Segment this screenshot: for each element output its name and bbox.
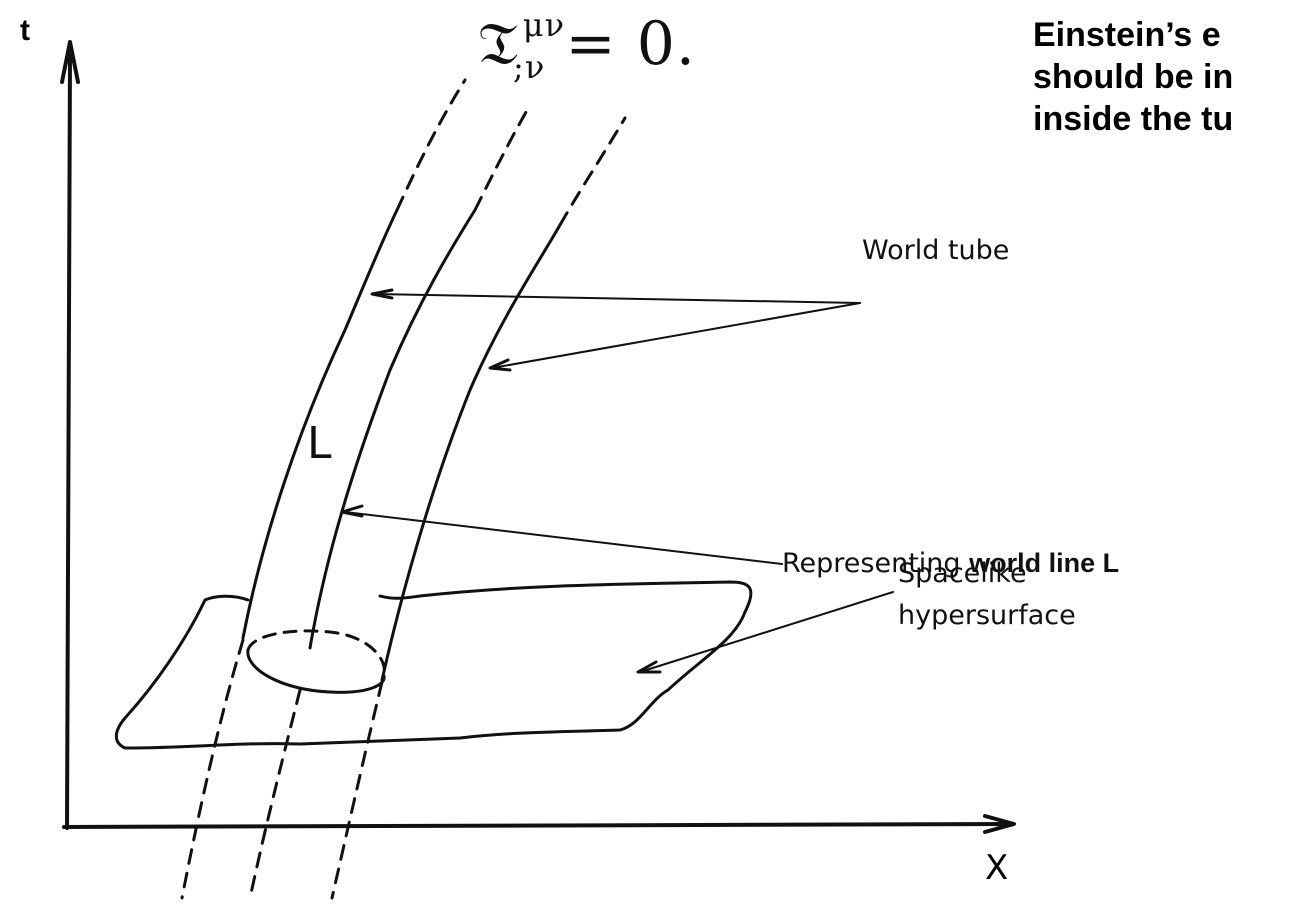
- world-line-L-marker: L: [307, 418, 332, 469]
- leader-world-tube-1: [374, 293, 861, 304]
- leader-world-line: [344, 511, 783, 565]
- t-axis-arrowhead: [60, 40, 80, 84]
- equation-rhs: = 0.: [565, 9, 696, 79]
- heading-line-1: Einstein’s e: [1033, 16, 1221, 54]
- leader-world-line-arrow: [340, 504, 364, 518]
- spacelike-hypersurface-label: Spacelike hypersurface: [898, 553, 1076, 637]
- cross-section-front: [246, 648, 386, 694]
- leader-world-tube-1-arrow: [370, 288, 394, 300]
- heading-line-2: should be in: [1033, 58, 1234, 96]
- spacelike-label-line-1: Spacelike: [898, 558, 1027, 589]
- heading-text: Einstein’s e should be in inside the tu: [1033, 14, 1289, 140]
- leader-spacelike: [639, 591, 894, 673]
- world-line-label: Representing world line L: [782, 548, 1119, 579]
- world-line-lower-dashed: [248, 688, 302, 900]
- leader-world-tube-2-arrow: [488, 358, 512, 372]
- world-line-upper: [308, 208, 477, 650]
- spacelike-hypersurface: [114, 580, 753, 750]
- world-tube-right-upper: [380, 223, 562, 682]
- equation-superscript: μν: [522, 6, 566, 44]
- world-line-label-prefix: Representing: [782, 548, 970, 579]
- world-tube-right-lower-dashed: [330, 680, 384, 900]
- heading-line-3: inside the tu: [1033, 100, 1234, 138]
- world-tube-left-top-dashed: [395, 78, 467, 212]
- world-tube-right-top-dashed: [558, 116, 627, 227]
- x-axis: [62, 822, 1014, 829]
- cross-section-back-dashed: [246, 629, 387, 678]
- world-tube-label: World tube: [862, 235, 1010, 266]
- leader-world-tube-2: [491, 302, 861, 369]
- t-axis: [65, 53, 72, 830]
- t-axis-label: t: [20, 14, 30, 47]
- spacelike-label-line-2: hypersurface: [898, 600, 1076, 631]
- world-tube-left-upper: [241, 208, 399, 640]
- world-line-label-suffix: world line L: [969, 548, 1120, 578]
- x-axis-label: X: [985, 848, 1009, 888]
- x-axis-arrowhead: [983, 814, 1016, 834]
- equation-subscript: ;ν: [513, 48, 546, 86]
- leader-spacelike-arrow: [636, 660, 662, 674]
- equation-symbol: 𝔗: [478, 9, 519, 79]
- world-tube-left-lower-dashed: [180, 638, 245, 900]
- world-line-top-dashed: [473, 103, 532, 212]
